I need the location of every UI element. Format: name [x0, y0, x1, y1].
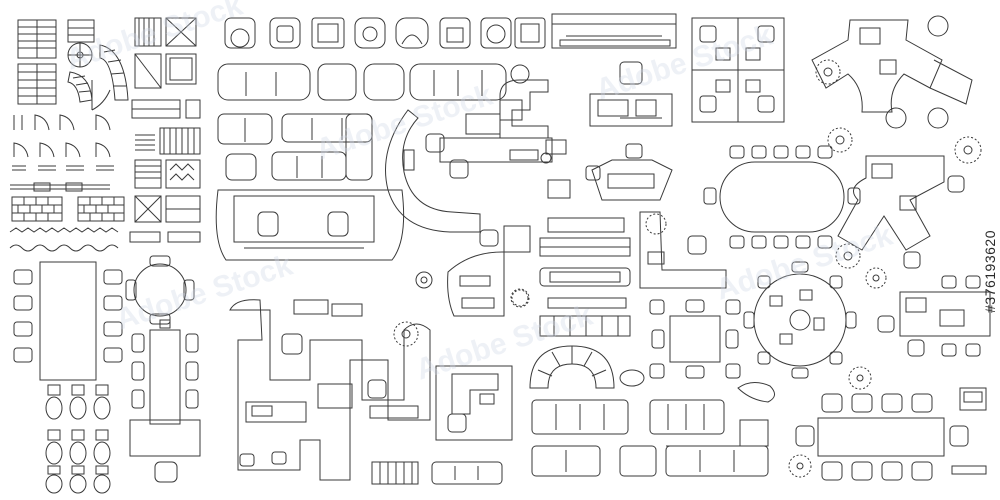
reception-desk: [216, 190, 403, 260]
sectional-sofa: [218, 114, 372, 180]
corner-desk-lower: [436, 366, 512, 440]
curved-desk: [386, 110, 481, 232]
windows-shelves-group: [130, 18, 200, 242]
workstation-center: [590, 62, 672, 126]
bottom-right-table-chairs: [796, 388, 986, 480]
sofa-row: [218, 64, 529, 100]
counter-unit-top: [552, 14, 676, 48]
l-shaped-desk-upper: [440, 80, 566, 163]
toilets-group: [46, 385, 110, 493]
armchairs-row: [225, 18, 545, 48]
curved-workstation-middle: [416, 226, 530, 316]
oval-conference-table: [704, 146, 860, 248]
semicircle-bench: [530, 346, 644, 388]
square-table-four-chairs: [650, 300, 740, 378]
potted-plants: [394, 60, 981, 477]
bottom-sofas-row: [532, 382, 775, 476]
desk-with-chairs-right: [878, 276, 990, 356]
stairs-group: [18, 20, 128, 110]
conference-table-long: [130, 320, 200, 482]
l-shaped-desk-mid: [640, 212, 726, 288]
office-room-bottom: [230, 300, 430, 480]
workstation-mid: [586, 144, 672, 200]
three-wing-workstation-top: [812, 16, 972, 128]
stock-id-label: #376193620: [982, 230, 998, 313]
bottom-benches: [372, 462, 502, 484]
round-conference-table: [744, 262, 856, 378]
long-table-with-chairs: [14, 262, 122, 380]
kitchen-counters: [540, 180, 630, 336]
cubicle-cluster-four: [692, 18, 784, 122]
three-wing-workstation-right: [838, 156, 964, 268]
brick-wall-patterns: [10, 197, 124, 251]
door-swings-group: [10, 115, 114, 191]
round-table-four-chairs: [126, 256, 194, 324]
